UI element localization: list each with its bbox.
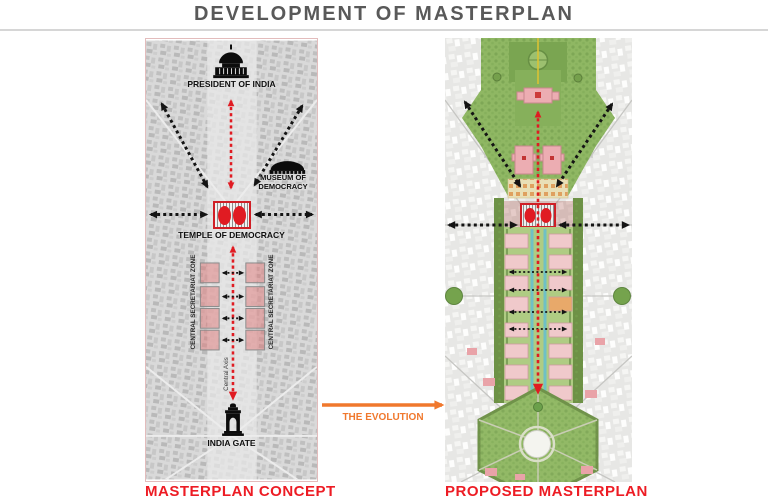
evolution-arrow-icon [322, 400, 445, 410]
evolution-annotation: THE EVOLUTION [320, 398, 452, 428]
colored-masterplan-map [445, 38, 632, 482]
museum-of-democracy-label: MUSEUM OF DEMOCRACY [258, 173, 308, 191]
india-gate-hexagon-park [477, 386, 599, 482]
roundabout-park-left [445, 287, 463, 305]
street-lines [146, 99, 317, 481]
temple-dome-left [218, 206, 231, 225]
axis-arrows [148, 99, 315, 401]
central-axis-label: Central Axis [223, 357, 230, 391]
temple-of-democracy-label: TEMPLE OF DEMOCRACY [178, 230, 285, 240]
palace-building [516, 87, 560, 104]
india-gate-label: INDIA GATE [207, 438, 256, 448]
axis-arrows [446, 100, 631, 395]
temple-dome-right [233, 206, 246, 225]
president-of-india-label: PRESIDENT OF INDIA [187, 79, 276, 89]
concept-map-caption: MASTERPLAN CONCEPT [145, 483, 336, 500]
outlying-buildings [467, 338, 605, 480]
temple-of-democracy-plan-symbol [213, 201, 251, 229]
grayscale-city-map [146, 40, 317, 481]
india-gate-icon [222, 403, 244, 436]
central-secretariat-zone-label-right: CENTRAL SECRETARIAT ZONE [268, 254, 275, 350]
roundabout-park-right [613, 287, 631, 305]
title-divider [0, 29, 768, 31]
page-title: DEVELOPMENT OF MASTERPLAN [193, 3, 574, 25]
evolution-label: THE EVOLUTION [342, 412, 424, 423]
central-vista-corridor [494, 198, 583, 403]
secretariat-blocks [199, 262, 266, 351]
concept-map-panel: PRESIDENT OF INDIA MUSEUM OF DEMOCRACY T… [145, 38, 318, 482]
proposed-map-caption: PROPOSED MASTERPLAN [445, 483, 648, 500]
president-of-india-building-icon [213, 44, 249, 79]
central-secretariat-zone-label-left: CENTRAL SECRETARIAT ZONE [190, 254, 197, 350]
proposed-map-panel [445, 38, 632, 482]
